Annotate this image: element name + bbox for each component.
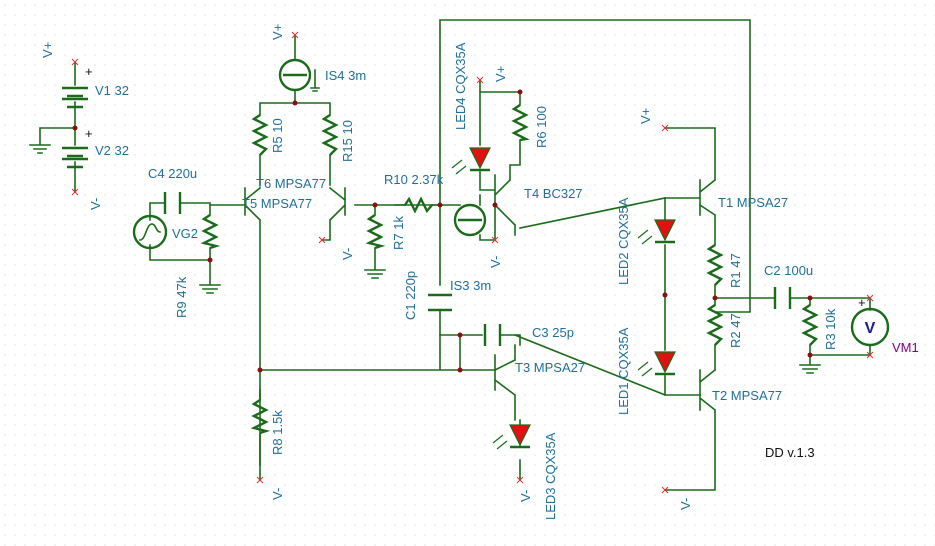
voltmeter-vm1[interactable] (850, 307, 890, 347)
label-vplus-2: V+ (270, 24, 285, 40)
label-led4: LED4 CQX35A (453, 42, 468, 130)
resistor-r5[interactable] (251, 114, 269, 156)
label-vg2: VG2 (172, 226, 198, 241)
label-r10: R10 2.37k (384, 172, 444, 187)
label-version: DD v.1.3 (765, 445, 815, 460)
labels: V+ + V1 32 + V2 32 V- V+ IS4 3m R5 10 R1… (40, 24, 919, 520)
label-r9: R9 47k (174, 276, 189, 318)
label-plus-v1: + (85, 64, 93, 79)
led2-icon[interactable] (637, 219, 676, 245)
resistor-r6[interactable] (511, 104, 530, 142)
resistor-r15[interactable] (321, 114, 339, 156)
label-c1: C1 220p (403, 271, 418, 320)
label-r3: R3 10k (823, 308, 838, 350)
label-r6: R6 100 (534, 106, 549, 148)
label-plus-v2: + (85, 126, 93, 141)
label-r8: R8 1.5k (270, 410, 285, 455)
label-v1: V1 32 (95, 83, 129, 98)
junction-dots (72, 89, 813, 373)
label-c4: C4 220u (148, 166, 197, 181)
capacitor-c1[interactable] (428, 293, 452, 312)
label-is3: IS3 3m (450, 278, 491, 293)
label-vm1: VM1 (892, 340, 919, 355)
resistor-r8[interactable] (250, 399, 271, 435)
capacitor-c2[interactable] (773, 287, 792, 309)
label-t6: T6 MPSA77 (256, 176, 326, 191)
label-is4: IS4 3m (325, 68, 366, 83)
resistor-r2[interactable] (706, 304, 724, 346)
label-led3: LED3 CQX35A (543, 432, 558, 520)
label-vminus-2: V- (340, 248, 355, 260)
led1-icon[interactable] (637, 351, 676, 377)
label-vminus-3: V- (488, 256, 503, 268)
capacitor-c3[interactable] (483, 324, 502, 346)
label-r15: R15 10 (340, 120, 355, 162)
label-vminus-6: V- (678, 498, 693, 510)
resistor-r7[interactable] (365, 214, 386, 250)
label-t5: T5 MPSA77 (242, 196, 312, 211)
label-t3: T3 MPSA27 (515, 360, 585, 375)
resistor-r10[interactable] (404, 196, 433, 214)
led4-icon[interactable] (451, 147, 491, 175)
led3-icon[interactable] (492, 424, 531, 450)
label-r7: R7 1k (391, 216, 406, 250)
label-t2: T2 MPSA77 (712, 388, 782, 403)
battery-v2[interactable] (62, 146, 88, 169)
label-led2: LED2 CQX35A (616, 197, 631, 285)
wires (29, 19, 871, 491)
label-vplus-3: V+ (493, 66, 508, 82)
label-vplus-1: V+ (40, 42, 55, 58)
voltmeter-symbol: V (865, 320, 876, 337)
label-vminus-1: V- (88, 198, 103, 210)
resistor-r9[interactable] (200, 214, 221, 250)
pin-markers (71, 31, 874, 494)
label-plus-vm1: + (858, 295, 866, 310)
label-t4: T4 BC327 (524, 186, 583, 201)
label-vminus-5: V- (270, 488, 285, 500)
label-r5: R5 10 (270, 118, 285, 153)
label-vminus-4: V- (518, 490, 533, 502)
capacitor-c4[interactable] (163, 192, 182, 214)
current-source-is4[interactable] (278, 58, 320, 92)
resistor-r1[interactable] (706, 244, 724, 286)
label-v2: V2 32 (95, 143, 129, 158)
label-c3: C3 25p (532, 325, 574, 340)
resistor-r3[interactable] (801, 304, 819, 346)
battery-v1[interactable] (62, 86, 88, 109)
label-r1: R1 47 (728, 253, 743, 288)
label-c2: C2 100u (764, 263, 813, 278)
current-source-is3[interactable] (453, 203, 487, 237)
label-vplus-4: V+ (638, 108, 653, 124)
label-r2: R2 47 (728, 313, 743, 348)
label-t1: T1 MPSA27 (718, 195, 788, 210)
label-led1: LED1 CQX35A (616, 327, 631, 415)
signal-generator-vg2[interactable] (132, 214, 168, 250)
